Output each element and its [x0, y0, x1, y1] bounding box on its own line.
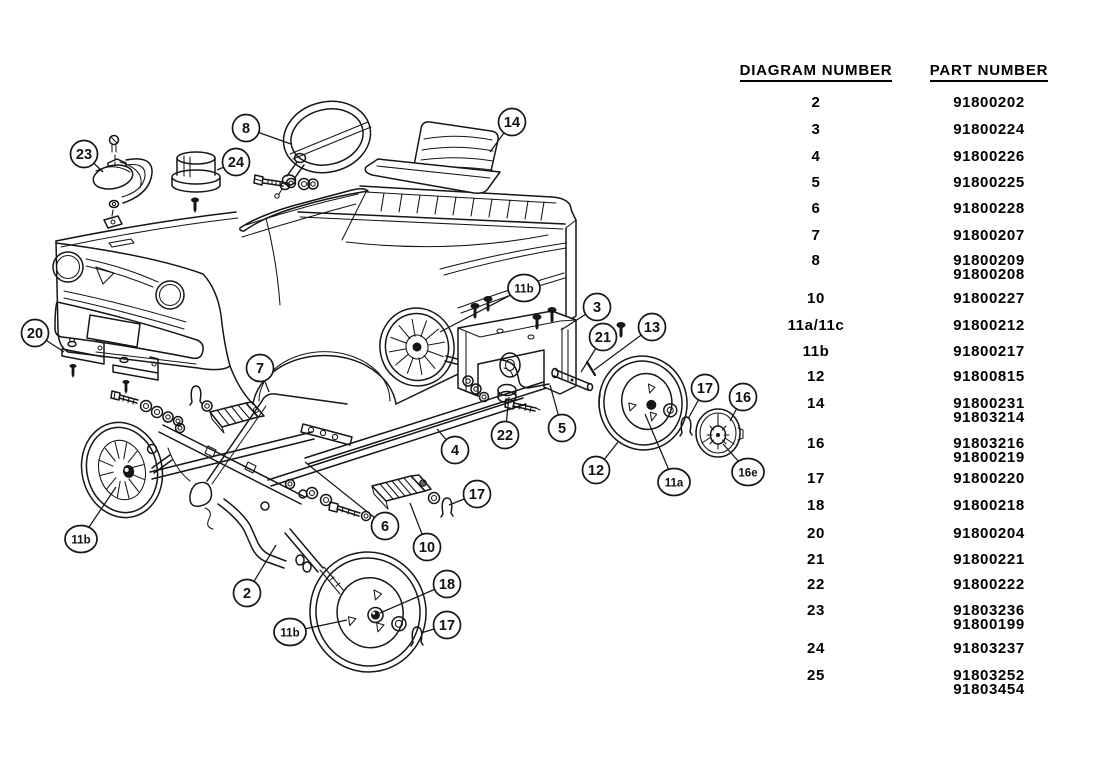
cotter-pin-upper [189, 385, 203, 406]
callout-14: 14 [497, 107, 527, 137]
svg-text:8: 8 [242, 121, 250, 137]
front-bolt-washer-cluster [110, 390, 184, 427]
push-rod-inner-line [211, 405, 267, 485]
svg-text:11b: 11b [280, 628, 299, 640]
axle-wheel-11b [379, 307, 455, 387]
bed-slats [380, 192, 545, 221]
svg-text:17: 17 [439, 618, 455, 634]
svg-text:13: 13 [644, 320, 660, 336]
callout-17-hubcap: 17 [690, 373, 720, 403]
callout-16: 16 [728, 382, 758, 412]
svg-text:18: 18 [439, 577, 455, 593]
callout-20: 20 [20, 318, 50, 348]
callout-10: 10 [412, 532, 442, 562]
steering-cap-part-24 [171, 151, 221, 213]
callout-18: 18 [432, 569, 462, 599]
cotter-pin-pedal [440, 497, 454, 518]
callout-4: 4 [440, 435, 470, 465]
front-wheel-11b [80, 421, 164, 519]
bumper-brackets-part-20 [61, 337, 159, 394]
license-plate [86, 314, 141, 348]
washer [201, 400, 213, 412]
grille-v-emblem [95, 266, 115, 285]
svg-text:24: 24 [228, 155, 244, 171]
callout-17-pedal: 17 [462, 479, 492, 509]
callout-3: 3 [582, 292, 612, 322]
svg-text:20: 20 [27, 326, 43, 342]
pedal-upper [209, 401, 265, 434]
seat-back-part-14 [364, 121, 501, 194]
svg-text:23: 23 [76, 147, 92, 163]
callout-11b-rear: 11b [273, 617, 307, 647]
callout-24: 24 [221, 147, 251, 177]
svg-text:14: 14 [504, 115, 520, 131]
svg-text:11b: 11b [514, 284, 533, 296]
callout-2: 2 [232, 578, 262, 608]
light-assembly-part-23 [92, 134, 153, 229]
callout-23: 23 [69, 139, 99, 169]
svg-text:11b: 11b [71, 535, 90, 547]
frame-assembly-part-2 [146, 422, 345, 595]
callout-22: 22 [490, 420, 520, 450]
callout-11b-front: 11b [64, 524, 98, 554]
callout-11b-axle: 11b [507, 273, 541, 303]
callout-11a: 11a [657, 467, 691, 497]
svg-text:11a: 11a [665, 478, 684, 490]
svg-text:10: 10 [419, 540, 435, 556]
steering-bolt-and-nuts [253, 174, 319, 191]
svg-text:17: 17 [697, 381, 713, 397]
svg-text:5: 5 [558, 421, 566, 437]
svg-text:16: 16 [735, 390, 751, 406]
callout-6: 6 [370, 511, 400, 541]
mid-bolt-washer-cluster [305, 486, 372, 522]
bottom-wheel-11b [309, 551, 427, 673]
rear-wheel-part-12 [598, 355, 688, 451]
svg-text:17: 17 [469, 487, 485, 503]
car-body [52, 185, 577, 405]
callout-16e: 16e [731, 457, 765, 487]
svg-text:6: 6 [381, 519, 389, 535]
svg-text:4: 4 [451, 443, 459, 459]
callout-7: 7 [245, 353, 275, 383]
callout-17-rear: 17 [432, 610, 462, 640]
crank-parts-5-22 [462, 352, 550, 413]
callout-8: 8 [231, 113, 261, 143]
svg-text:12: 12 [588, 463, 604, 479]
svg-text:7: 7 [256, 361, 264, 377]
svg-text:21: 21 [595, 330, 611, 346]
axle-bracket-part-3 [457, 310, 577, 397]
svg-text:2: 2 [243, 586, 251, 602]
callout-21: 21 [588, 322, 618, 352]
washer-hole [204, 403, 210, 409]
steering-wheel-part-8 [274, 100, 372, 199]
svg-text:22: 22 [497, 428, 513, 444]
svg-text:16e: 16e [738, 468, 757, 480]
cotter-pin-part-13 [585, 360, 597, 377]
cotter-pin-rear-axle [679, 416, 693, 437]
callout-13: 13 [637, 312, 667, 342]
push-rod-part-7 [206, 393, 348, 482]
pedal-part-10 [371, 474, 441, 510]
callout-5: 5 [547, 413, 577, 443]
callout-12: 12 [581, 455, 611, 485]
axle-part-21 [551, 367, 594, 392]
cotter-pin-bottom-wheel [410, 626, 424, 647]
hubcap-part-16 [695, 408, 744, 458]
svg-text:3: 3 [593, 300, 601, 316]
